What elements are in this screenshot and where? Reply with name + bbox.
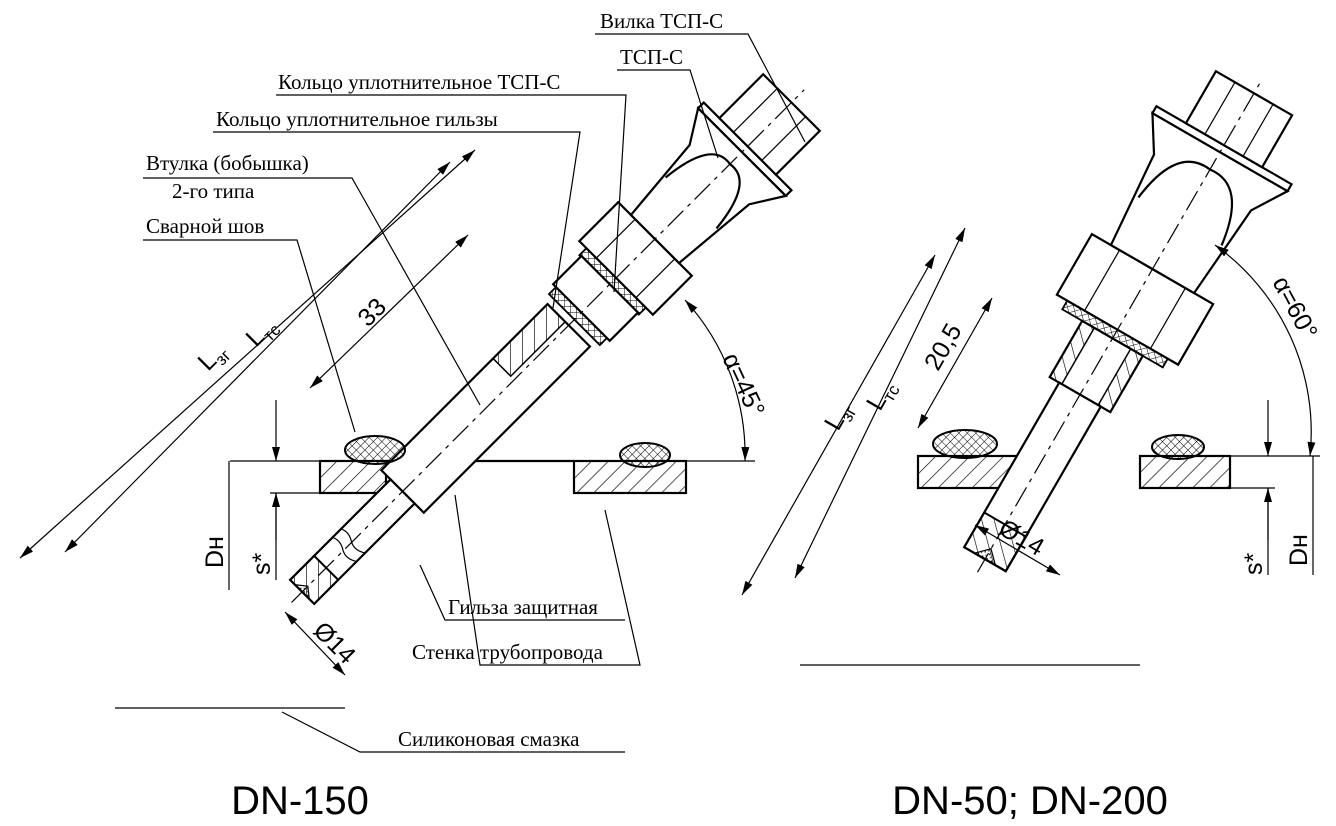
- dim-l-sensor-right: Lтс: [861, 375, 904, 417]
- label-ring-sensor: Кольцо уплотнительное ТСП-С: [278, 70, 560, 94]
- label-sensor: ТСП-С: [620, 45, 683, 69]
- label-plug: Вилка ТСП-С: [600, 9, 723, 33]
- label-bushing-type: 2-го типа: [172, 179, 255, 203]
- label-sleeve: Гильза защитная: [448, 595, 598, 619]
- dim-diameter: Ø14: [308, 616, 361, 669]
- label-bushing: Втулка (бобышка): [146, 151, 309, 175]
- dim-s-right: s*: [1240, 553, 1268, 576]
- label-pipe-wall: Стенка трубопровода: [412, 640, 604, 664]
- dim-dn-right: Dн: [1285, 534, 1313, 566]
- label-grease: Силиконовая смазка: [398, 727, 580, 751]
- dim-l-sleeve-right: Lзг: [819, 397, 861, 437]
- left-view: Вилка ТСП-С ТСП-С Кольцо уплотнительное …: [19, 9, 822, 823]
- left-pipe-wall: [230, 459, 755, 495]
- dim-l-sleeve: Lзг: [192, 337, 234, 379]
- right-assembly: [962, 69, 1294, 573]
- left-assembly: [288, 72, 822, 606]
- left-weld-top: [344, 435, 406, 465]
- dim-depth: 33: [352, 293, 391, 332]
- label-weld: Сварной шов: [146, 214, 264, 238]
- dim-angle: α=45°: [717, 349, 771, 421]
- right-dimensions: [741, 227, 1316, 596]
- caption-right: DN-50; DN-200: [892, 779, 1168, 823]
- dim-depth-right: 20,5: [919, 319, 968, 375]
- left-labels: Вилка ТСП-С ТСП-С Кольцо уплотнительное …: [146, 9, 723, 751]
- dim-l-sensor: Lтс: [240, 311, 284, 355]
- dim-s: s*: [248, 553, 276, 576]
- right-view: Lзг Lтс 20,5 α=60° Ø14 Dн s* DN-50; DN-2…: [741, 69, 1323, 823]
- label-ring-sleeve: Кольцо уплотнительное гильзы: [216, 107, 498, 131]
- dim-dn: Dн: [201, 536, 229, 568]
- right-pipe-wall: [916, 454, 1320, 490]
- left-dimensions: [19, 149, 750, 676]
- caption-left: DN-150: [231, 779, 369, 823]
